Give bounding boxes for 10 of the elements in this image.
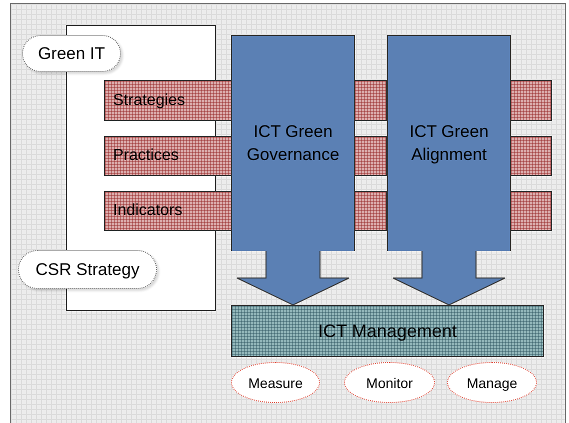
strategy-bar: Strategies [104, 80, 232, 121]
tag-label: Green IT [22, 35, 121, 72]
block-arrow [236, 250, 350, 306]
tag-label: CSR Strategy [18, 250, 157, 289]
practice-bar: Practices [104, 136, 232, 176]
arrow-body: ICT Green Alignment [387, 35, 511, 251]
management-bar: ICT Management [231, 305, 544, 357]
block-arrow [392, 250, 506, 306]
arrow-body: ICT Green Governance [231, 35, 355, 251]
indicator-bar: Indicators [104, 191, 232, 231]
